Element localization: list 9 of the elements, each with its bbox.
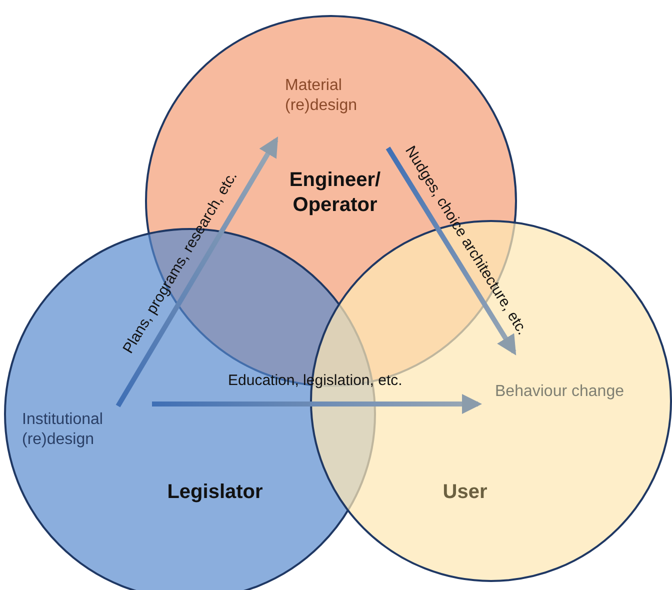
arrow bbox=[152, 394, 482, 414]
role-title: Engineer/ Operator bbox=[288, 168, 382, 218]
role-title: Legislator bbox=[166, 480, 264, 505]
arrow bbox=[116, 136, 278, 408]
role-title: User bbox=[442, 480, 488, 505]
design-label: Institutional (re)design bbox=[22, 410, 162, 450]
design-label: Material (re)design bbox=[285, 76, 385, 116]
outcome-label: Behaviour change bbox=[495, 382, 665, 402]
arrow bbox=[386, 146, 516, 356]
